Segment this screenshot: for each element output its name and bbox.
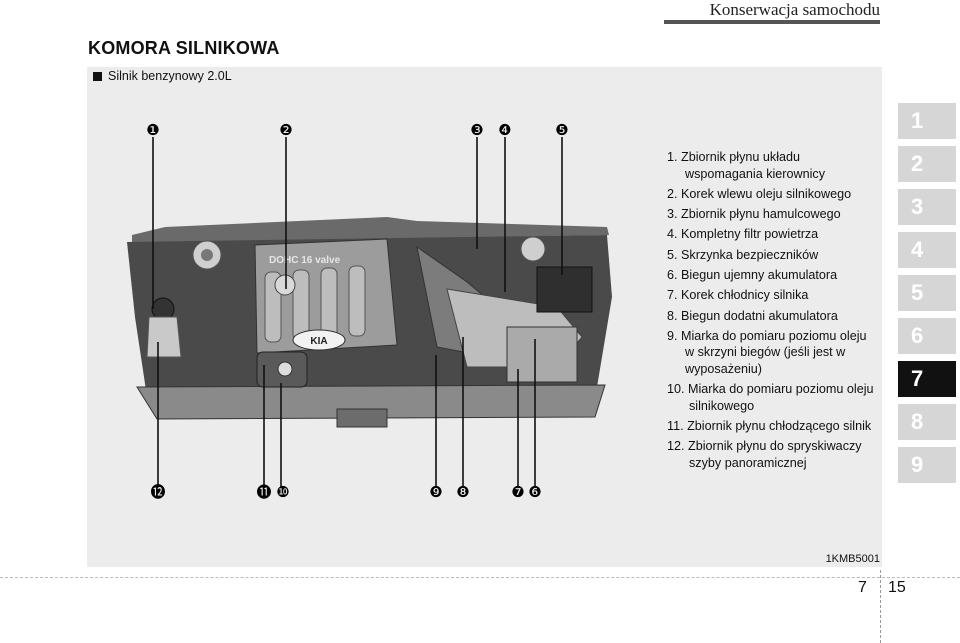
chapter-tab-7[interactable]: 7 [898,361,956,397]
component-legend: 1. Zbiornik płynu układu wspomagania kie… [667,149,877,475]
callout-marker-6: ❻ [528,483,541,501]
callout-marker-2: ❷ [279,121,292,139]
page-title: KOMORA SILNIKOWA [88,38,280,58]
page-divider-tick [880,570,882,643]
callout-marker-11: ⓫ [256,483,271,501]
chapter-tab-4[interactable]: 4 [898,232,956,268]
legend-item: 3. Zbiornik płynu hamulcowego [667,207,841,222]
legend-item: 7. Korek chłodnicy silnika [667,288,809,303]
figure-subtitle: Silnik benzynowy 2.0L [93,69,232,83]
callout-marker-10: ❿ [276,483,289,501]
legend-item: 5. Skrzynka bezpieczników [667,247,819,262]
callout-marker-9: ❾ [429,483,442,501]
header-bar [664,20,880,24]
chapter-tab-3[interactable]: 3 [898,189,956,225]
kia-logo-text: KIA [310,336,327,347]
footer-divider [0,577,960,578]
bullet-square-icon [93,71,102,81]
engine-badge-text: DOHC 16 valve [269,255,341,266]
section-header-title: Konserwacja samochodu [709,0,880,19]
engine-illustration: DOHC 16 valve KIA ❶ ❷ [127,121,612,501]
legend-item: 10. Miarka do pomiaru poziomu oleju siln… [667,382,874,413]
legend-item: 6. Biegun ujemny akumulatora [667,267,838,282]
chapter-tab-1[interactable]: 1 [898,103,956,139]
callout-marker-1: ❶ [146,121,159,139]
chapter-tab-5[interactable]: 5 [898,275,956,311]
chapter-tab-9[interactable]: 9 [898,447,956,483]
chapter-tab-6[interactable]: 6 [898,318,956,354]
callout-marker-5: ❺ [555,121,568,139]
chapter-tab-2[interactable]: 2 [898,146,956,182]
image-code: 1KMB5001 [825,553,880,565]
legend-item: 4. Kompletny filtr powietrza [667,227,819,242]
callout-marker-12: ⓬ [150,483,165,501]
callout-marker-3: ❸ [470,121,483,139]
callout-marker-4: ❹ [498,121,511,139]
subtitle-text: Silnik benzynowy 2.0L [108,69,232,83]
legend-item: 11. Zbiornik płynu chłodzącego silnik [667,418,872,433]
legend-item: 2. Korek wlewu oleju silnikowego [667,186,852,201]
legend-item: 12. Zbiornik płynu do spryskiwaczy szyby… [667,439,862,470]
footer-chapter: 7 [858,579,867,596]
legend-item: 8. Biegun dodatni akumulatora [667,308,838,323]
chapter-tabs: 1 2 3 4 5 6 7 8 9 [898,103,956,490]
engine-figure: Silnik benzynowy 2.0L DOHC 16 valve KIA [87,67,882,567]
chapter-tab-8[interactable]: 8 [898,404,956,440]
legend-item: 1. Zbiornik płynu układu wspomagania kie… [667,150,825,181]
callout-marker-7: ❼ [511,483,524,501]
callout-marker-8: ❽ [456,483,469,501]
legend-item: 9. Miarka do pomiaru poziomu oleju w skr… [667,328,867,376]
footer-page-number: 15 [888,579,906,596]
